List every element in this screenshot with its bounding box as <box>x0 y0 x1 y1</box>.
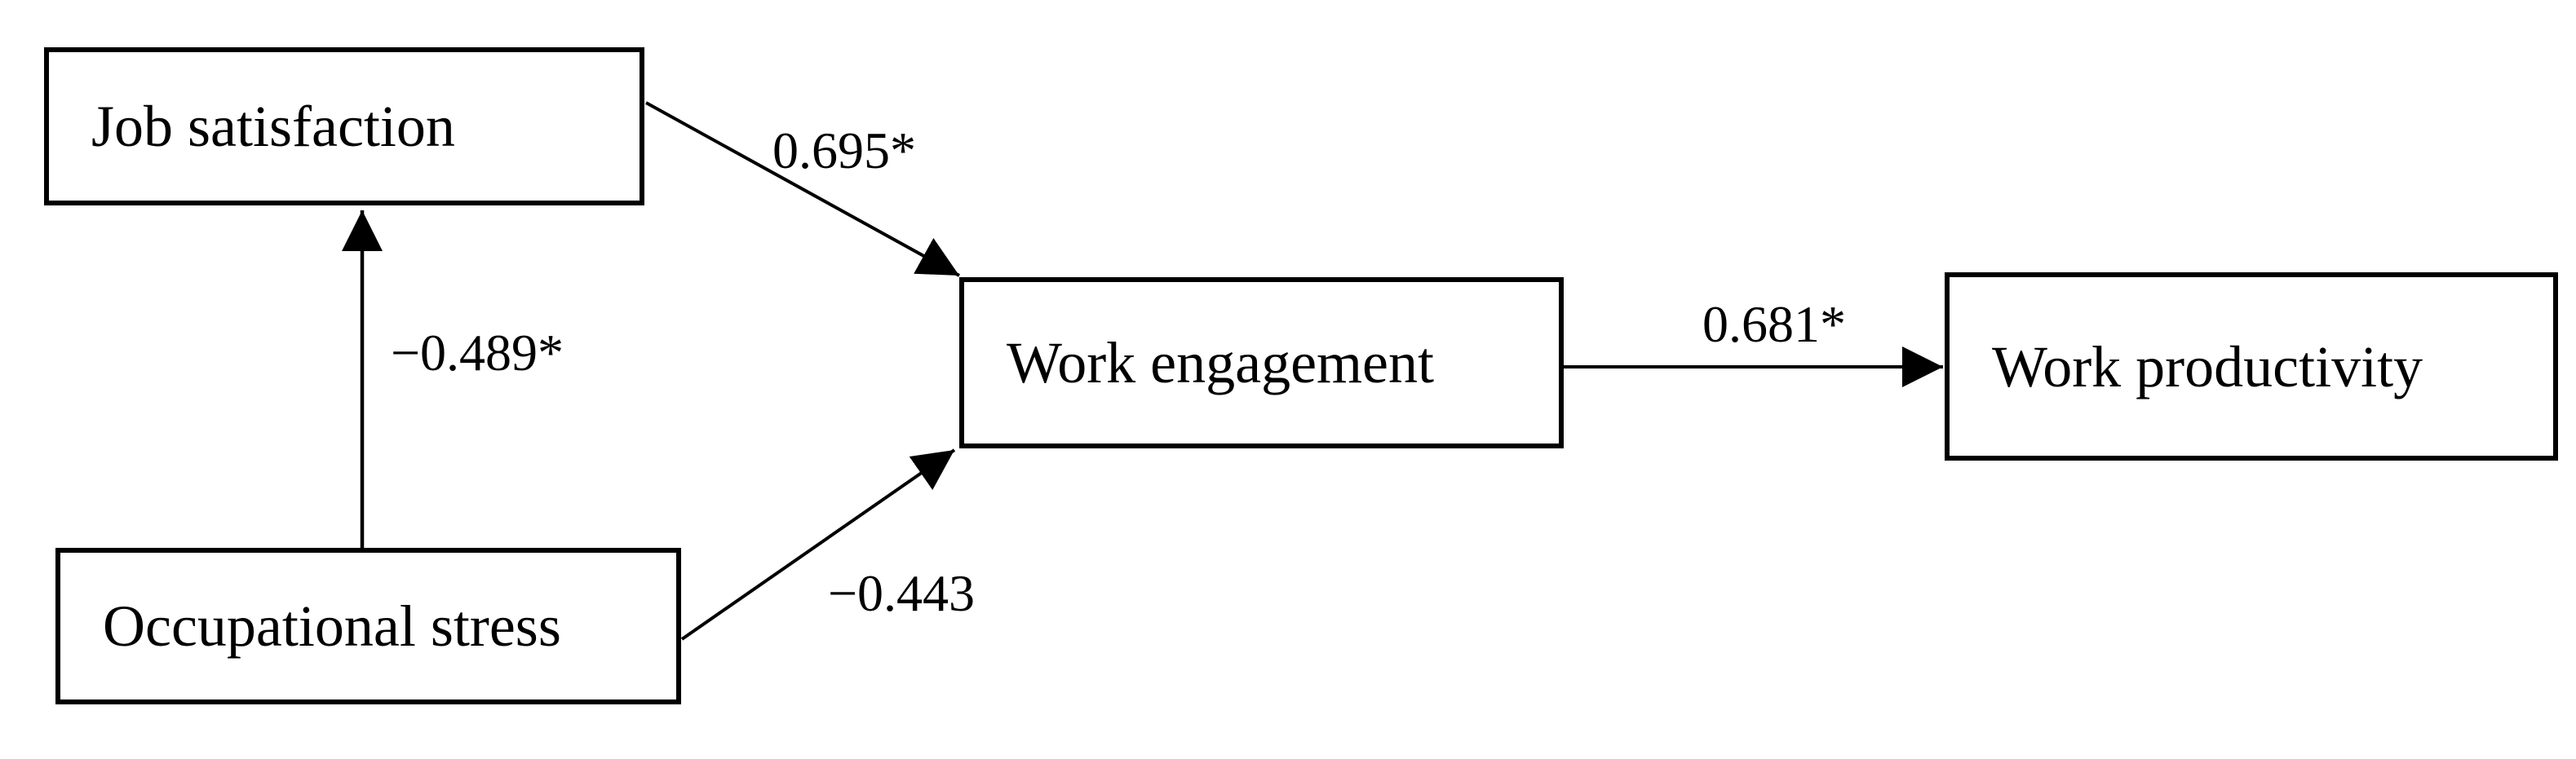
node-work-engagement-label: Work engagement <box>1007 330 1435 395</box>
node-occupational-stress-label: Occupational stress <box>103 594 561 659</box>
node-work-productivity: Work productivity <box>1945 272 2558 461</box>
node-occupational-stress: Occupational stress <box>55 548 681 704</box>
coefficient-occupational-stress-to-work-engagement: −0.443 <box>827 564 976 622</box>
node-job-satisfaction: Job satisfaction <box>44 47 644 205</box>
edge-job-satisfaction-to-work-engagement <box>645 101 960 277</box>
coefficient-job-satisfaction-to-work-engagement: 0.695* <box>772 121 916 179</box>
node-work-productivity-label: Work productivity <box>1992 333 2423 399</box>
coefficient-occupational-stress-to-job-satisfaction: −0.489* <box>390 324 564 382</box>
edge-occupational-stress-to-work-engagement <box>680 448 956 641</box>
node-work-engagement: Work engagement <box>959 277 1564 448</box>
coefficient-work-engagement-to-work-productivity: 0.681* <box>1702 295 1846 353</box>
node-job-satisfaction-label: Job satisfaction <box>91 94 455 159</box>
